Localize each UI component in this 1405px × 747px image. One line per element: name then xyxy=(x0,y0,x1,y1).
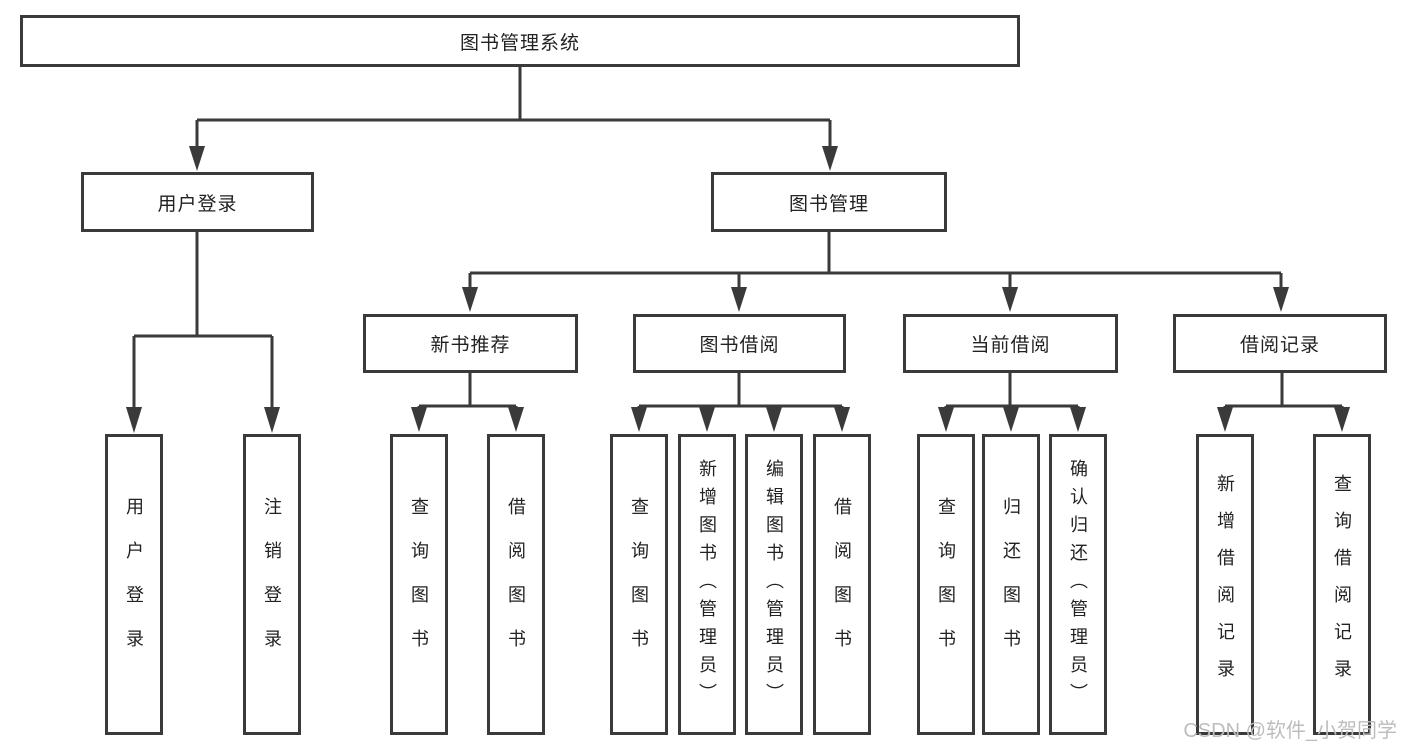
node-book-borrowing: 图书借阅 xyxy=(633,314,846,373)
leaf-borrow-book: 借阅图书 xyxy=(813,434,871,735)
leaf-borrow-book-recommend: 借阅图书 xyxy=(487,434,545,735)
node-label: 图书管理系统 xyxy=(459,32,580,54)
node-book-management: 图书管理 xyxy=(711,172,947,232)
leaf-return-book: 归还图书 xyxy=(982,434,1040,735)
leaf-label: 查询图书 xyxy=(629,496,649,673)
leaf-label: 归还图书 xyxy=(1001,496,1021,673)
node-current-borrowing: 当前借阅 xyxy=(903,314,1118,373)
node-label: 当前借阅 xyxy=(970,335,1051,356)
leaf-label: 确认归还（管理员） xyxy=(1068,458,1088,711)
leaf-user-login: 用户登录 xyxy=(105,434,163,735)
node-new-book-recommend: 新书推荐 xyxy=(363,314,578,373)
node-label: 图书借阅 xyxy=(699,335,780,356)
node-library-management-system: 图书管理系统 xyxy=(20,15,1020,67)
leaf-label: 查询借阅记录 xyxy=(1332,473,1352,696)
leaf-add-borrow-record: 新增借阅记录 xyxy=(1196,434,1254,735)
leaf-label: 用户登录 xyxy=(124,496,144,673)
node-label: 借阅记录 xyxy=(1239,335,1320,356)
leaf-label: 新增借阅记录 xyxy=(1215,473,1235,696)
node-borrowing-records: 借阅记录 xyxy=(1173,314,1387,373)
node-user-login: 用户登录 xyxy=(81,172,314,232)
leaf-edit-book-admin: 编辑图书（管理员） xyxy=(745,434,803,735)
leaf-query-book-borrowing: 查询图书 xyxy=(610,434,668,735)
node-label: 用户登录 xyxy=(157,193,238,215)
leaf-add-book-admin: 新增图书（管理员） xyxy=(678,434,736,735)
leaf-query-book-recommend: 查询图书 xyxy=(390,434,448,735)
leaf-query-borrow-record: 查询借阅记录 xyxy=(1313,434,1371,735)
leaf-query-book-current: 查询图书 xyxy=(917,434,975,735)
leaf-confirm-return-admin: 确认归还（管理员） xyxy=(1049,434,1107,735)
leaf-label: 新增图书（管理员） xyxy=(697,458,717,711)
csdn-watermark: CSDN @软件_小贺同学 xyxy=(1183,720,1397,742)
leaf-label: 借阅图书 xyxy=(506,496,526,673)
leaf-label: 查询图书 xyxy=(409,496,429,673)
leaf-label: 注销登录 xyxy=(262,496,282,673)
leaf-logout: 注销登录 xyxy=(243,434,301,735)
leaf-label: 查询图书 xyxy=(936,496,956,673)
node-label: 新书推荐 xyxy=(430,335,511,356)
leaf-label: 编辑图书（管理员） xyxy=(764,458,784,711)
leaf-label: 借阅图书 xyxy=(832,496,852,673)
node-label: 图书管理 xyxy=(788,193,869,215)
